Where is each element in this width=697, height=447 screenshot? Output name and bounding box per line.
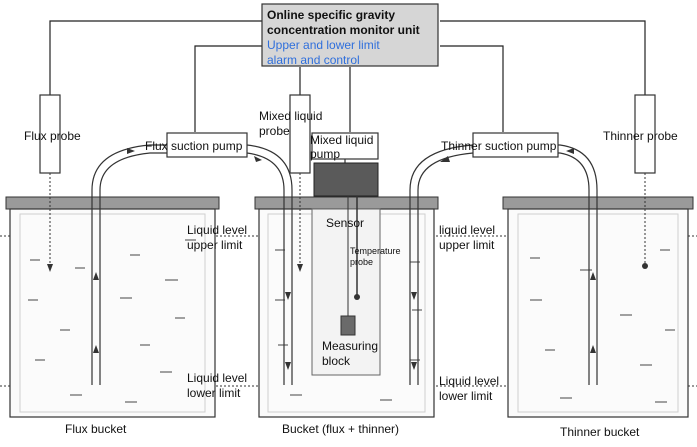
monitor-title-line2: concentration monitor unit [267,23,420,37]
upper-limit-label-left-line2: upper limit [187,238,243,252]
temp-probe-label-line2: probe [350,257,373,267]
lower-limit-label-right-line1: Liquid level [439,374,499,388]
flow-arrows [93,148,596,370]
flux-bucket-label: Flux bucket [65,422,127,436]
flux-pump-label: Flux suction pump [145,139,243,153]
upper-limit-label-left-line1: Liquid level [187,223,247,237]
monitor-unit: Online specific gravity concentration mo… [261,3,439,67]
monitor-alarm-line2: alarm and control [267,53,360,67]
thinner-pump-label: Thinner suction pump [441,139,557,153]
flux-suction-pipe [91,144,293,385]
mixed-liquid-pump [311,132,379,160]
mixed-probe-label-line1: Mixed liquid [259,109,322,123]
mixed-pump-label-line2: pump [310,147,340,161]
upper-limit-label-right-line1: liquid level [439,223,495,237]
monitor-title-line1: Online specific gravity [267,8,395,22]
mixed-pump-label-line1: Mixed liquid [310,133,373,147]
sensor-label: Sensor [326,216,364,230]
flux-probe [39,94,61,272]
flux-bucket [5,196,220,418]
thinner-probe [634,94,656,269]
upper-limit-label-right-line2: upper limit [439,238,495,252]
monitor-alarm-line1: Upper and lower limit [267,38,380,52]
lower-limit-label-left-line1: Liquid level [187,371,247,385]
signal-wires [49,20,646,132]
thinner-bucket [502,196,694,418]
thinner-bucket-label: Thinner bucket [560,425,640,439]
flux-suction-pump [166,132,248,158]
mixed-probe-label-line2: probe [259,124,290,138]
mixed-liquid-probe [289,94,311,272]
flux-probe-label: Flux probe [24,129,81,143]
thinner-probe-label: Thinner probe [603,129,678,143]
mixed-bucket-label: Bucket (flux + thinner) [282,422,399,436]
thinner-suction-pump [472,132,559,158]
lower-limit-label-left-line2: lower limit [187,386,241,400]
thinner-suction-pipe [409,144,598,385]
lower-limit-label-right-line2: lower limit [439,389,493,403]
measuring-block-label-line2: block [322,354,351,368]
temp-probe-label-line1: Temperature [350,246,401,256]
sensor-assembly [311,159,381,376]
measuring-block-label-line1: Measuring [322,339,378,353]
